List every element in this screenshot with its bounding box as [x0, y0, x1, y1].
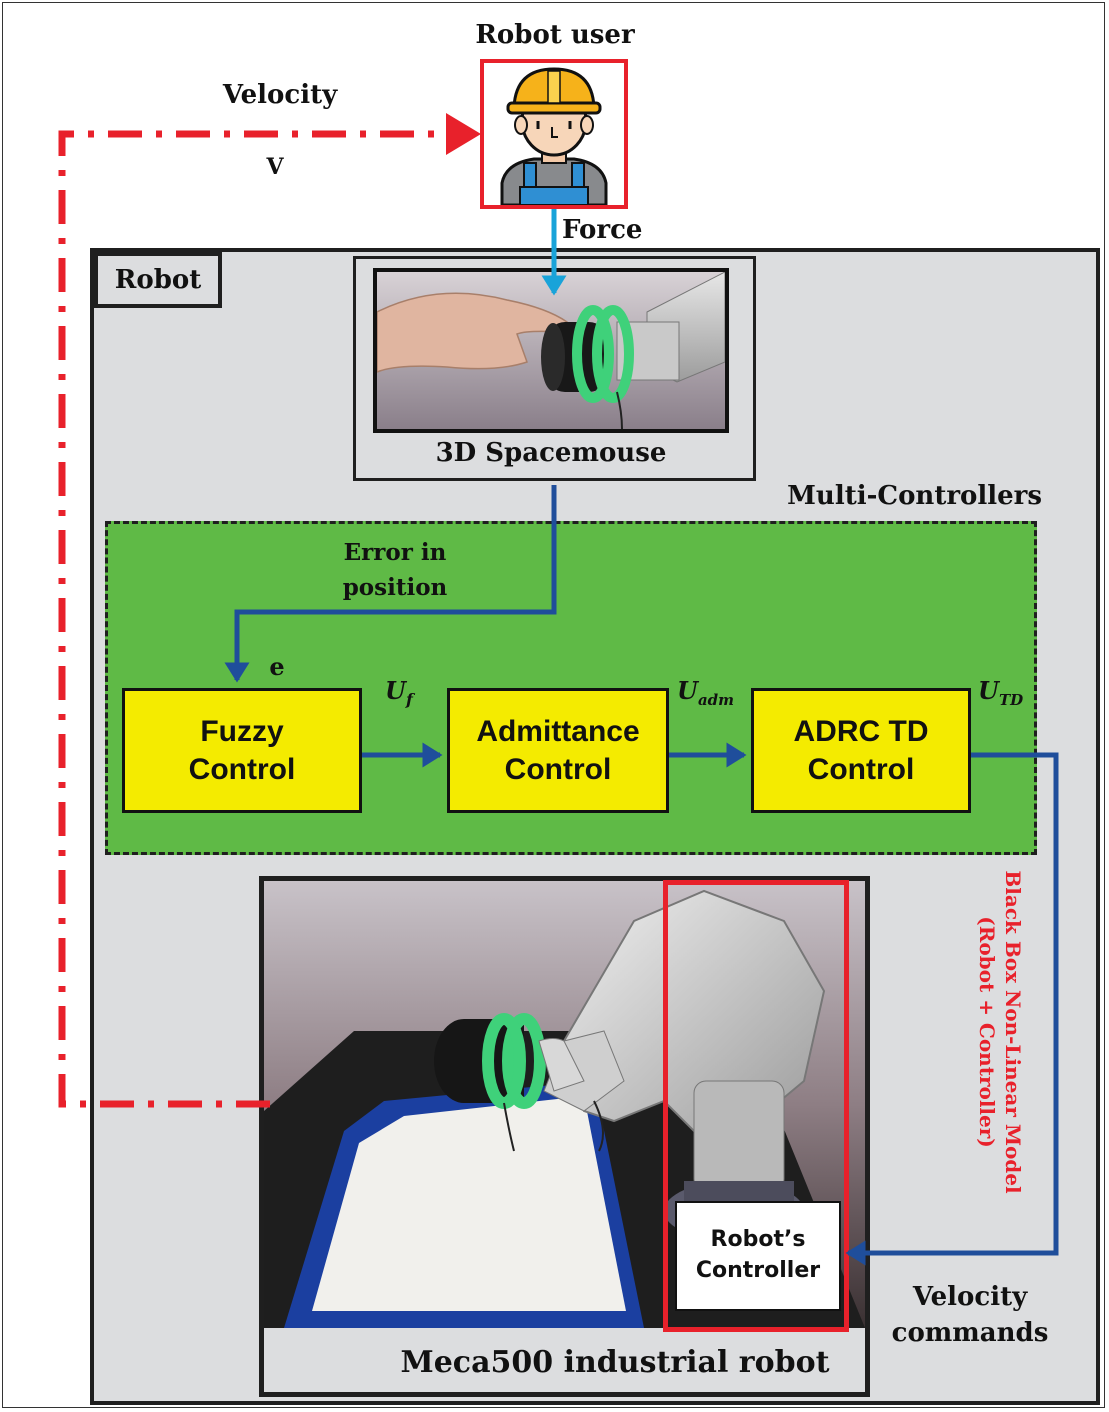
admittance-line2: Control [504, 752, 612, 786]
robot-label: Robot [94, 252, 222, 308]
admittance-line1: Admittance [476, 715, 640, 748]
velocity-commands-label: Velocity commands [880, 1279, 1060, 1352]
adrc-td-control-block: ADRC TD Control [751, 688, 971, 813]
utd-label: UTD [978, 676, 1023, 709]
error-label-line1: Error in [343, 539, 447, 566]
utd-base: U [978, 676, 999, 705]
meca500-caption: Meca500 industrial robot [400, 1345, 830, 1380]
uf-label: Uf [385, 676, 413, 709]
force-label: Force [562, 215, 643, 245]
black-box-model-frame [663, 880, 849, 1332]
velocity-label: Velocity [222, 80, 338, 110]
velocity-feedback-arrow [58, 113, 481, 1108]
robot-controller-line2: Controller [695, 1258, 821, 1283]
error-signal-arrow [224, 485, 557, 683]
error-label-line2: position [342, 573, 448, 601]
uadm-sub: adm [697, 690, 735, 709]
utd-sub: TD [998, 690, 1024, 709]
v-label: V [266, 154, 284, 180]
error-in-position-label: Error in position [320, 536, 470, 605]
adrc-line2: Control [807, 752, 915, 786]
multi-controllers-label: Multi-Controllers [787, 481, 1042, 511]
spacemouse-caption: 3D Spacemouse [435, 438, 667, 468]
uadm-base: U [677, 676, 698, 705]
utd-arrow [845, 752, 1059, 1266]
velocity-commands-line2: commands [891, 1318, 1049, 1349]
uf-base: U [385, 676, 406, 705]
fuzzy-line1: Fuzzy [200, 715, 284, 748]
velocity-commands-line1: Velocity [912, 1282, 1028, 1312]
adrc-line1: ADRC TD [793, 715, 929, 748]
uadm-label: Uadm [677, 676, 734, 709]
robot-user-box [480, 59, 628, 209]
spacemouse-photo [373, 268, 729, 433]
e-label: e [269, 652, 285, 681]
uf-sub: f [405, 689, 413, 709]
worker-with-helmet-icon [500, 67, 608, 205]
fuzzy-line2: Control [188, 752, 296, 786]
robot-controller-line1: Robot’s [710, 1227, 806, 1253]
robot-user-title: Robot user [475, 20, 635, 50]
